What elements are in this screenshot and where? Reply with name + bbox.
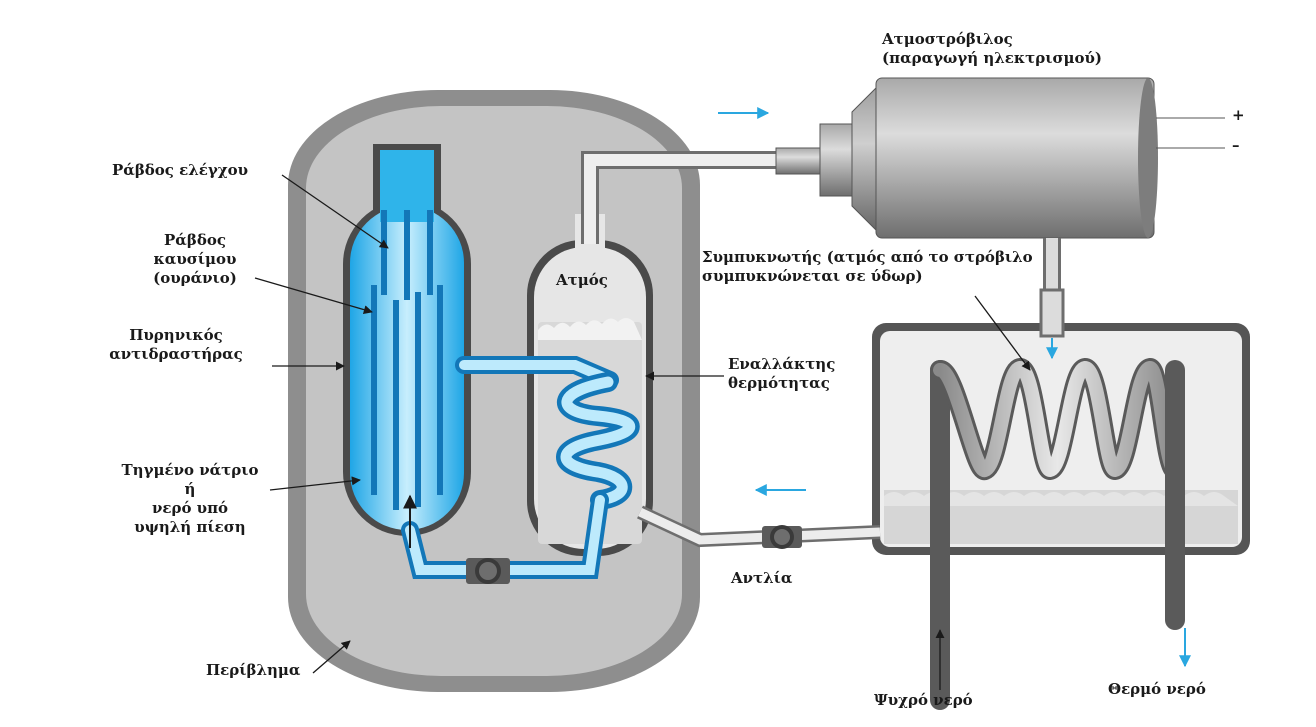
primary-coolant-loop xyxy=(401,356,640,579)
pump-label: Αντλία xyxy=(731,569,793,587)
flow-arrows xyxy=(718,107,1191,668)
steam-turbine xyxy=(775,77,1225,239)
fuel-rods xyxy=(371,285,443,510)
turbine-plus-label: + xyxy=(1232,106,1245,124)
cold-water-label: Ψυχρό νερό xyxy=(874,691,973,709)
heat-exchanger-label: Εναλλάκτης θερμότητας xyxy=(728,355,836,392)
control-rods xyxy=(381,210,433,300)
condenser-label: Συμπυκνωτής (ατμός από το στρόβιλο συμπυ… xyxy=(702,248,1033,285)
fuel-rod-label: Ράβδος καυσίμου (ουράνιο) xyxy=(153,231,237,287)
turbine-label: Ατμοστρόβιλος (παραγωγή ηλεκτρισμού) xyxy=(882,30,1103,67)
secondary-pump xyxy=(762,525,802,549)
primary-pump xyxy=(466,558,510,584)
turbine-minus-label: – xyxy=(1232,136,1240,154)
containment-label: Περίβλημα xyxy=(206,661,301,679)
steam-pipe xyxy=(581,151,780,244)
control-rod-label: Ράβδος ελέγχου xyxy=(112,161,249,179)
steam-label: Ατμός xyxy=(556,271,608,289)
leader-lines xyxy=(254,174,1031,690)
condensate-pipe xyxy=(637,505,881,548)
reactor-label: Πυρηνικός αντιδραστήρας xyxy=(109,326,243,363)
coolant-label: Τηγμένο νάτριο ή νερό υπό υψηλή πίεση xyxy=(121,461,259,536)
hot-water-label: Θερμό νερό xyxy=(1108,680,1206,698)
